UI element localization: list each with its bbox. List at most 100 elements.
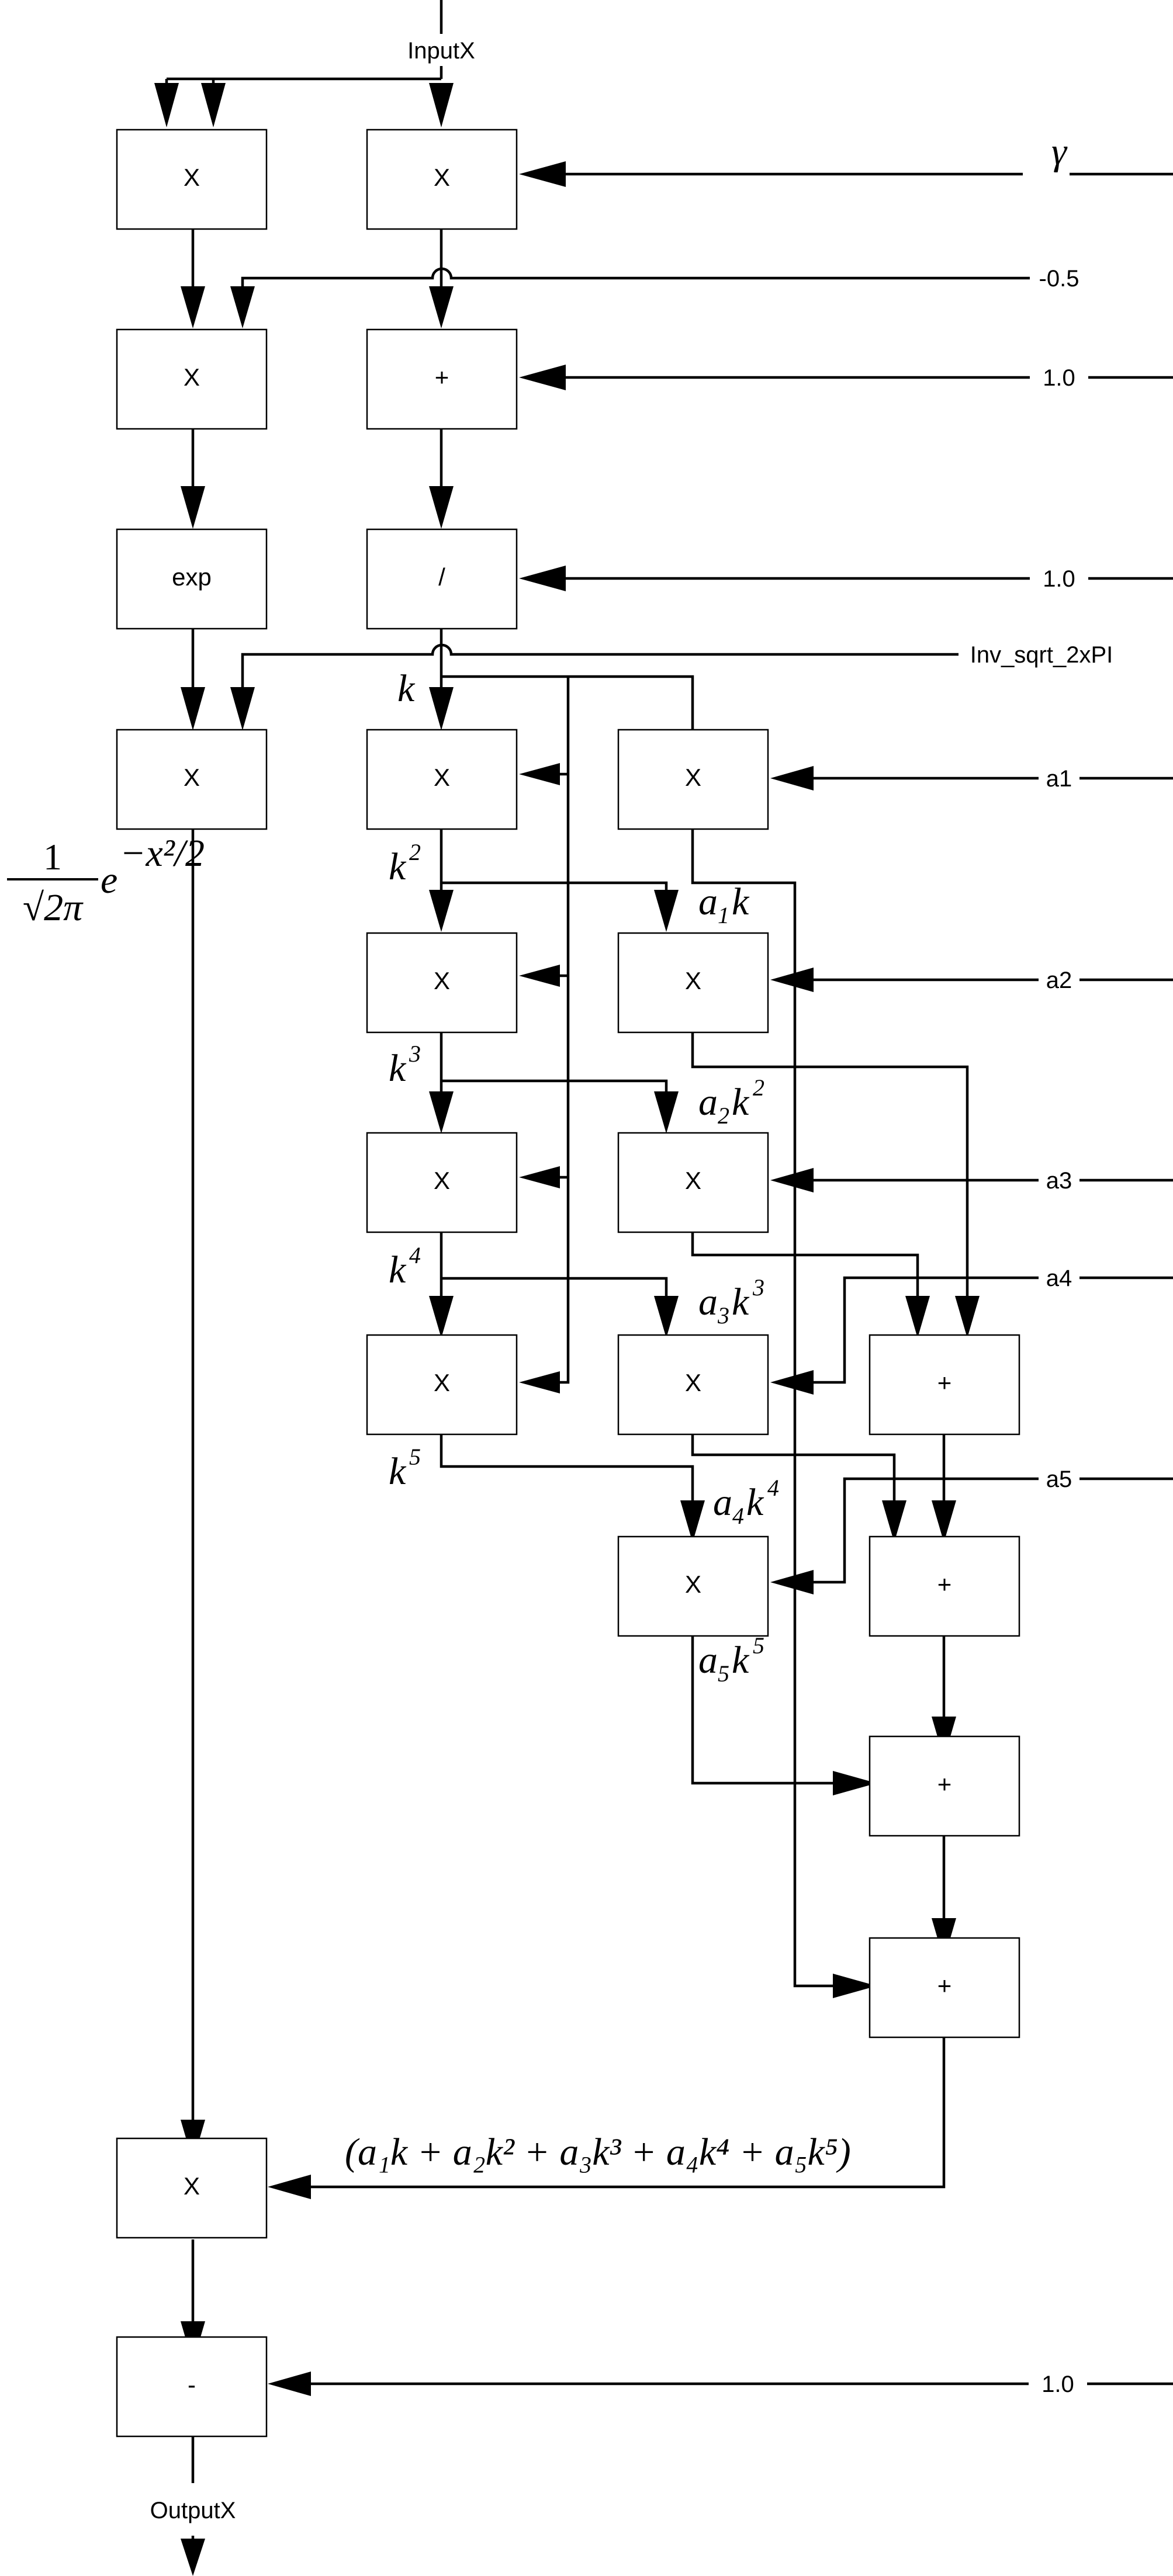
svg-text:k: k <box>389 1249 407 1291</box>
operator-label: + <box>937 1972 952 1999</box>
label-backdrop <box>1030 564 1088 594</box>
arrowhead-down <box>429 890 454 932</box>
wire-k2 <box>440 829 668 903</box>
a1k-label: a 1 k <box>698 880 750 928</box>
one-constant: 1.0 <box>1043 365 1075 391</box>
svg-text:2: 2 <box>753 1074 764 1101</box>
wire-poly <box>307 2037 946 2189</box>
arrowhead-down <box>429 1091 454 1133</box>
svg-text:k: k <box>732 880 750 923</box>
operator-label: X <box>434 1167 450 1194</box>
one-constant: 1.0 <box>1043 566 1075 592</box>
multiply-node: X <box>366 1334 518 1436</box>
svg-text:5: 5 <box>409 1444 421 1470</box>
arrowhead-down <box>201 83 226 127</box>
svg-text:4: 4 <box>732 1503 744 1529</box>
operator-label: X <box>685 967 701 994</box>
wires <box>165 0 1173 2544</box>
gaussian-denominator: √2π <box>23 886 84 929</box>
multiply-node: X <box>617 1535 769 1637</box>
svg-text:a: a <box>713 1481 732 1524</box>
one-constant: 1.0 <box>1041 2372 1074 2397</box>
arrowhead-down <box>654 1091 679 1133</box>
arrowhead-down <box>654 1296 679 1338</box>
subtract-node: - <box>116 2336 268 2438</box>
polynomial-label: (a₁k + a₂k² + a₃k³ + a₄k⁴ + a₅k⁵) <box>345 2131 851 2173</box>
k-label: k <box>397 667 416 710</box>
arrowhead-left <box>519 965 560 987</box>
neg-half-constant: -0.5 <box>1039 266 1079 292</box>
operator-label: + <box>435 363 449 391</box>
add-node: + <box>868 1735 1020 1837</box>
multiply-node: X <box>116 129 268 230</box>
svg-text:k: k <box>746 1481 764 1524</box>
label-backdrop <box>1039 966 1079 995</box>
add-node: + <box>868 1535 1020 1637</box>
operator-label: X <box>434 967 450 994</box>
wire-a2k2 <box>691 1032 969 1309</box>
arrowhead-down <box>680 1500 705 1542</box>
multiply-node: X <box>617 1334 769 1436</box>
arrowhead-down <box>882 1500 906 1542</box>
svg-text:5: 5 <box>718 1660 729 1687</box>
gaussian-numerator: 1 <box>43 836 62 878</box>
svg-text:3: 3 <box>752 1274 764 1301</box>
multiply-node: X <box>116 729 268 830</box>
a3k3-label: a 3 k 3 <box>698 1274 764 1329</box>
a4-constant: a4 <box>1046 1266 1072 1291</box>
exp-node: exp <box>116 528 268 630</box>
arrowhead-down <box>429 286 454 328</box>
svg-text:a: a <box>698 1081 718 1124</box>
operator-label: X <box>685 764 701 791</box>
math-annotations: k k 2 k 3 k 4 k 5 a 1 k a 2 k 2 a <box>7 667 851 2173</box>
arrowhead-left <box>519 566 566 591</box>
label-backdrop <box>1030 264 1088 293</box>
a4k4-label: a 4 k 4 <box>713 1475 779 1529</box>
svg-text:k: k <box>389 1047 407 1090</box>
arrowhead-left <box>770 766 814 791</box>
label-backdrop <box>1023 137 1070 178</box>
add-node: + <box>366 328 518 430</box>
arrowhead-down <box>429 1296 454 1338</box>
svg-text:k: k <box>732 1281 750 1323</box>
add-node: + <box>868 1937 1020 2038</box>
a5k5-label: a 5 k 5 <box>698 1632 764 1687</box>
arrowhead-left <box>519 161 566 187</box>
svg-text:4: 4 <box>409 1242 421 1268</box>
operator-label: exp <box>172 563 212 591</box>
arrowhead-left <box>519 763 560 785</box>
label-backdrop <box>959 640 1125 670</box>
operator-label: X <box>434 164 450 191</box>
a1-constant: a1 <box>1046 766 1072 792</box>
label-backdrop <box>397 34 485 66</box>
arrowhead-left <box>770 1370 814 1395</box>
svg-text:4: 4 <box>767 1475 779 1501</box>
wire-k3 <box>440 1032 668 1104</box>
arrowhead-left <box>268 2175 311 2199</box>
gaussian-exponent: −x²/2 <box>120 832 205 875</box>
label-backdrop <box>1039 764 1079 793</box>
wire-k5 <box>440 1434 694 1513</box>
wire-a5 <box>801 1477 1173 1584</box>
arrowhead-right <box>833 1974 877 1998</box>
multiply-node: X <box>617 1132 769 1233</box>
a5-constant: a5 <box>1046 1466 1072 1492</box>
gaussian-e: e <box>101 859 117 902</box>
wire-neg-half <box>241 267 1087 298</box>
arrowhead-down <box>181 486 205 529</box>
arrowhead-down <box>154 83 179 127</box>
k-cubed-label: k 3 <box>389 1041 421 1090</box>
label-backdrop <box>1039 1166 1079 1195</box>
multiply-node: X <box>617 729 769 830</box>
arrowhead-down <box>181 2539 205 2576</box>
operator-label: X <box>184 764 200 791</box>
operator-label: X <box>184 2172 200 2200</box>
multiply-node: X <box>366 932 518 1034</box>
k-squared-label: k 2 <box>389 839 421 888</box>
k-fifth-label: k 5 <box>389 1444 421 1493</box>
operator-label: + <box>937 1570 952 1598</box>
operator-label: / <box>438 563 445 591</box>
operator-label: X <box>184 164 200 191</box>
arrowhead-left <box>770 1168 814 1192</box>
arrowhead-left <box>519 1371 560 1393</box>
